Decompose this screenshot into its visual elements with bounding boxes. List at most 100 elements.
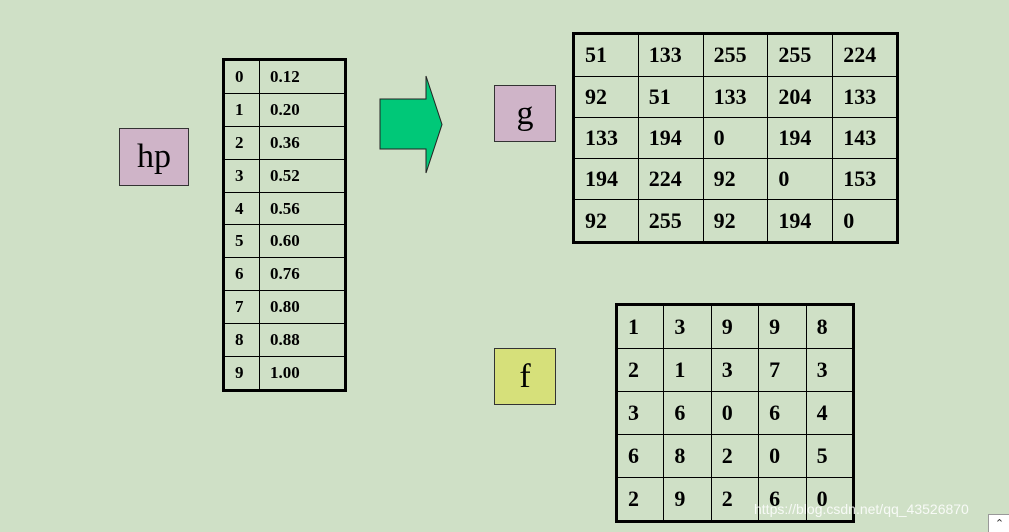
hp-label: hp <box>119 128 189 186</box>
table-cell: 0.56 <box>259 191 346 226</box>
table-cell: 0.76 <box>259 257 346 292</box>
table-cell: 194 <box>573 158 639 201</box>
table-cell: 6 <box>758 476 807 523</box>
g-label: g <box>494 85 556 142</box>
table-cell: 6 <box>663 391 712 435</box>
table-cell: 255 <box>637 199 704 243</box>
g-label-text: g <box>516 94 534 132</box>
table-cell: 0.60 <box>259 224 346 259</box>
table-cell: 51 <box>573 33 639 77</box>
table-cell: 9 <box>663 476 712 523</box>
table-cell: 2 <box>710 476 760 523</box>
table-cell: 224 <box>832 33 898 77</box>
table-cell: 7 <box>758 348 807 393</box>
f-label-text: f <box>519 357 531 395</box>
table-cell: 143 <box>832 116 898 160</box>
table-cell: 2 <box>615 348 665 393</box>
table-cell: 3 <box>805 348 855 393</box>
table-cell: 8 <box>805 303 855 350</box>
table-cell: 224 <box>637 158 704 201</box>
hp-label-text: hp <box>137 138 171 175</box>
table-cell: 0.80 <box>259 290 346 324</box>
table-cell: 133 <box>832 75 898 118</box>
table-cell: 2 <box>710 433 760 478</box>
table-cell: 3 <box>223 158 260 193</box>
table-cell: 1 <box>223 93 260 128</box>
table-cell: 194 <box>767 199 834 243</box>
table-cell: 2 <box>615 476 665 523</box>
table-cell: 6 <box>758 391 807 435</box>
watermark-text: https://blog.csdn.net/qq_43526870 <box>754 501 969 517</box>
table-cell: 9 <box>223 355 260 392</box>
table-cell: 3 <box>710 348 760 393</box>
table-cell: 0 <box>223 58 260 95</box>
table-cell: 0 <box>758 433 807 478</box>
table-cell: 6 <box>223 257 260 292</box>
table-cell: 194 <box>637 116 704 160</box>
table-cell: 0.20 <box>259 93 346 128</box>
table-cell: 0.36 <box>259 126 346 160</box>
table-cell: 0.12 <box>259 58 346 95</box>
table-cell: 133 <box>702 75 769 118</box>
table-cell: 204 <box>767 75 834 118</box>
table-cell: 0.52 <box>259 158 346 193</box>
table-cell: 92 <box>573 199 639 243</box>
table-cell: 4 <box>805 391 855 435</box>
table-cell: 5 <box>805 433 855 478</box>
table-cell: 92 <box>702 158 769 201</box>
table-cell: 9 <box>710 303 760 350</box>
table-cell: 3 <box>663 303 712 350</box>
table-cell: 255 <box>702 33 769 77</box>
table-cell: 1 <box>663 348 712 393</box>
table-cell: 0 <box>702 116 769 160</box>
table-cell: 6 <box>615 433 665 478</box>
table-cell: 0 <box>805 476 855 523</box>
table-cell: 133 <box>637 33 704 77</box>
table-cell: 1.00 <box>259 355 346 392</box>
table-cell: 194 <box>767 116 834 160</box>
table-cell: 0.88 <box>259 322 346 357</box>
table-cell: 0 <box>832 199 898 243</box>
table-cell: 92 <box>573 75 639 118</box>
table-cell: 255 <box>767 33 834 77</box>
f-label: f <box>494 348 556 405</box>
table-cell: 4 <box>223 191 260 226</box>
table-cell: 8 <box>663 433 712 478</box>
table-cell: 0 <box>710 391 760 435</box>
right-arrow-icon <box>379 75 443 174</box>
table-cell: 1 <box>615 303 665 350</box>
table-cell: 8 <box>223 322 260 357</box>
table-cell: 5 <box>223 224 260 259</box>
expand-icon[interactable]: ⌃ <box>988 514 1009 532</box>
table-cell: 7 <box>223 290 260 324</box>
table-cell: 9 <box>758 303 807 350</box>
table-cell: 153 <box>832 158 898 201</box>
table-cell: 2 <box>223 126 260 160</box>
table-cell: 51 <box>637 75 704 118</box>
table-cell: 0 <box>767 158 834 201</box>
table-cell: 3 <box>615 391 665 435</box>
